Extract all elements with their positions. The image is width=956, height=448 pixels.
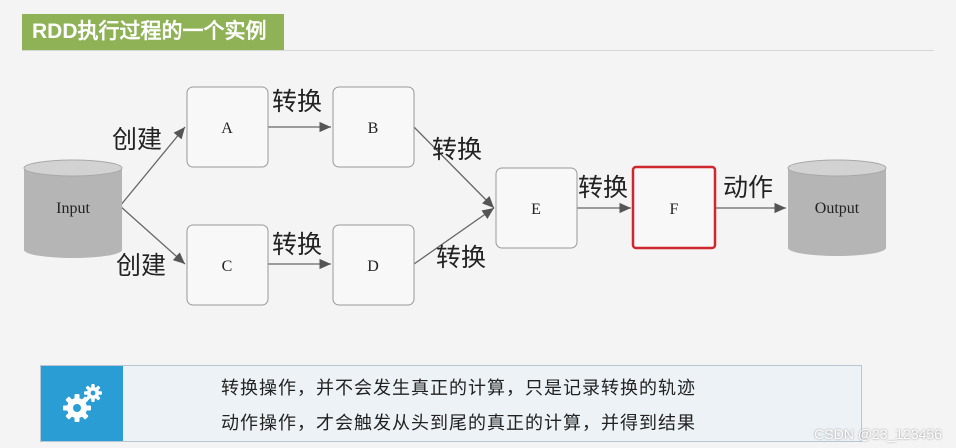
info-line-transform: 转换操作，并不会发生真正的计算，只是记录转换的轨迹 bbox=[221, 378, 696, 399]
csdn-watermark: CSDN @23_123456 bbox=[814, 426, 942, 442]
node-b-label: B bbox=[368, 120, 379, 137]
title-divider bbox=[22, 50, 934, 51]
edge-label-f-out: 动作 bbox=[723, 173, 773, 202]
edge-input-c bbox=[119, 205, 186, 265]
edge-label-cd: 转换 bbox=[272, 230, 322, 259]
edge-label-be: 转换 bbox=[432, 135, 482, 164]
node-f bbox=[631, 165, 717, 250]
info-icon-panel bbox=[41, 366, 123, 441]
slide-title: RDD执行过程的一个实例 bbox=[22, 14, 284, 50]
node-b bbox=[332, 86, 415, 168]
edge-label-de: 转换 bbox=[436, 243, 486, 272]
node-input-label: Input bbox=[56, 200, 90, 217]
edge-b-e bbox=[413, 126, 495, 209]
info-callout: 转换操作，并不会发生真正的计算，只是记录转换的轨迹 动作操作，才会触发从头到尾的… bbox=[40, 365, 862, 442]
edge-label-ef: 转换 bbox=[578, 173, 628, 202]
node-e bbox=[495, 167, 578, 249]
node-d bbox=[332, 224, 415, 306]
node-c-label: C bbox=[222, 258, 233, 275]
edge-label-ab: 转换 bbox=[272, 87, 322, 116]
node-c bbox=[186, 224, 269, 306]
edge-input-a bbox=[119, 126, 186, 207]
node-output-label: Output bbox=[815, 200, 860, 217]
output-cylinder bbox=[787, 159, 887, 256]
node-f-label: F bbox=[670, 201, 679, 218]
node-a-label: A bbox=[221, 120, 233, 137]
info-line-action: 动作操作，才会触发从头到尾的真正的计算，并得到结果 bbox=[221, 413, 696, 434]
edge-d-e bbox=[413, 207, 495, 265]
edge-label-create-a: 创建 bbox=[112, 125, 162, 154]
node-e-label: E bbox=[531, 201, 541, 218]
node-d-label: D bbox=[367, 258, 379, 275]
node-a bbox=[186, 86, 269, 168]
gears-icon bbox=[63, 383, 102, 422]
input-cylinder bbox=[23, 159, 123, 258]
edge-label-create-c: 创建 bbox=[116, 251, 166, 280]
